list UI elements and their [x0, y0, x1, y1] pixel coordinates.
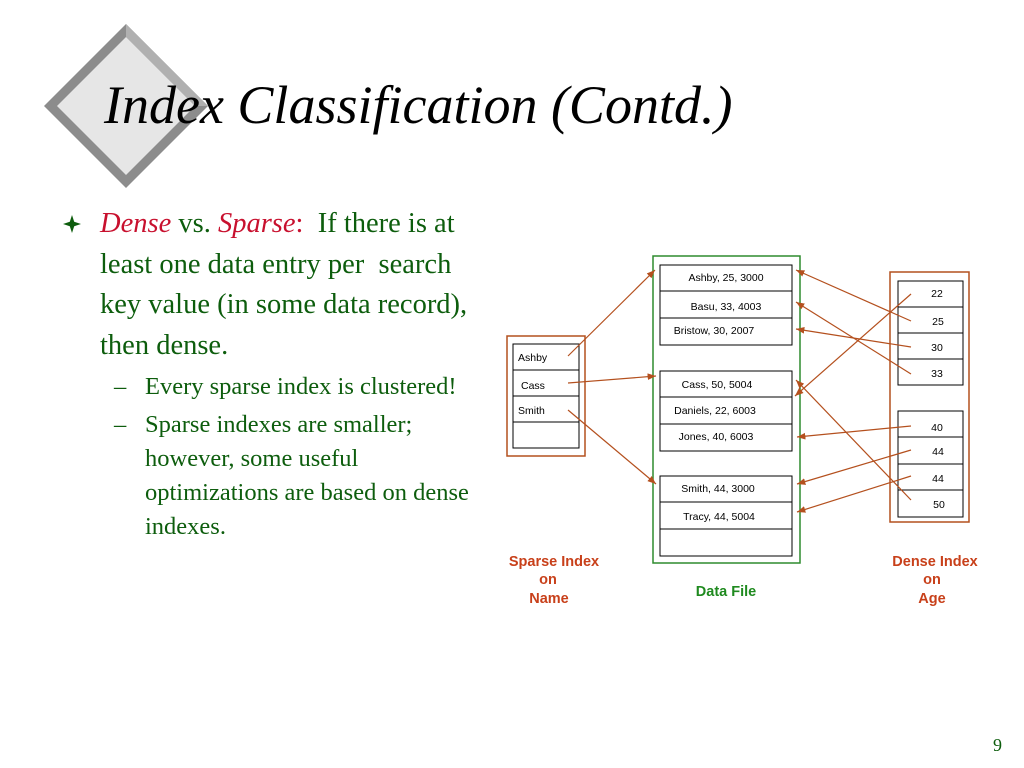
pointer-arrow — [796, 475, 912, 513]
dense-index-page: 22 25 30 33 — [897, 280, 964, 386]
vs-text: vs. — [171, 208, 218, 239]
pointer-arrow — [796, 449, 912, 485]
dash-marker: – — [114, 373, 127, 400]
sparse-entry: Cass — [521, 380, 545, 392]
term-dense: Dense — [100, 208, 172, 239]
dense-index-page: 40 44 44 50 — [897, 410, 964, 518]
sparse-index-page: Ashby Cass Smith — [512, 343, 580, 449]
dense-pointers — [794, 269, 912, 513]
sparse-entry: Smith — [518, 405, 545, 417]
dense-entry: 33 — [931, 368, 943, 380]
sub-bullet-text: Every sparse index is clustered! — [145, 373, 457, 400]
dense-entry: 22 — [931, 288, 943, 300]
caption-sparse-index: Sparse Index on Name — [509, 554, 599, 607]
slide-title: Index Classification (Contd.) — [104, 75, 733, 135]
colon: : — [295, 208, 304, 239]
pointer-arrow — [796, 425, 912, 440]
dense-entry: 40 — [931, 422, 943, 434]
data-record: Bristow, 30, 2007 — [674, 325, 755, 337]
dense-entry: 44 — [932, 473, 944, 485]
dense-index-frame — [889, 271, 970, 523]
dense-entry: 50 — [933, 499, 945, 511]
pointer-arrow — [795, 379, 912, 501]
bullet-text: If there is at least one data entry per … — [100, 208, 475, 361]
pointer-arrow — [795, 269, 912, 322]
sub-bullet: – Every sparse index is clustered! — [62, 370, 472, 404]
caption-line: Dense Index — [892, 554, 977, 570]
sparse-index-frame — [506, 335, 586, 457]
sub-bullet-text: Sparse indexes are smaller; however, som… — [145, 411, 469, 540]
data-record: Cass, 50, 5004 — [682, 379, 753, 391]
data-page: Ashby, 25, 3000 Basu, 33, 4003 Bristow, … — [659, 264, 793, 346]
caption-data-file: Data File — [696, 584, 756, 600]
caption-line: on — [539, 572, 557, 588]
data-record: Ashby, 25, 3000 — [688, 272, 763, 284]
pointer-arrow — [567, 269, 656, 357]
dense-entry: 30 — [931, 342, 943, 354]
data-file-frame — [652, 255, 801, 564]
pointer-arrow — [567, 373, 657, 384]
data-record: Jones, 40, 6003 — [679, 431, 754, 443]
caption-line: Sparse Index — [509, 554, 599, 570]
bullet-dense-vs-sparse: Dense vs. Sparse: If there is at least o… — [62, 204, 472, 366]
pointer-arrow — [794, 293, 912, 397]
caption-line: on — [923, 572, 941, 588]
dense-entry: 25 — [932, 316, 944, 328]
caption-dense-index: Dense Index on Age — [892, 554, 977, 607]
sparse-entry: Ashby — [518, 352, 548, 364]
bullet-list: Dense vs. Sparse: If there is at least o… — [62, 204, 472, 544]
term-sparse: Sparse — [217, 208, 296, 239]
diamond-decoration — [44, 24, 208, 188]
pointer-arrow — [567, 409, 657, 485]
diamond-bullet-icon — [63, 215, 81, 233]
pointer-arrow — [795, 301, 912, 375]
caption-line: Name — [529, 591, 569, 607]
sparse-pointers — [567, 269, 657, 485]
data-page: Cass, 50, 5004 Daniels, 22, 6003 Jones, … — [659, 370, 793, 452]
dense-entry: 44 — [932, 446, 944, 458]
page-number: 9 — [993, 735, 1002, 755]
data-record: Tracy, 44, 5004 — [683, 511, 755, 523]
caption-line: Age — [918, 591, 945, 607]
data-record: Smith, 44, 3000 — [681, 483, 755, 495]
data-record: Daniels, 22, 6003 — [674, 405, 756, 417]
data-record: Basu, 33, 4003 — [691, 301, 762, 313]
sub-bullet: – Sparse indexes are smaller; however, s… — [62, 408, 472, 544]
data-page: Smith, 44, 3000 Tracy, 44, 5004 — [659, 475, 793, 557]
dash-marker: – — [114, 411, 127, 438]
